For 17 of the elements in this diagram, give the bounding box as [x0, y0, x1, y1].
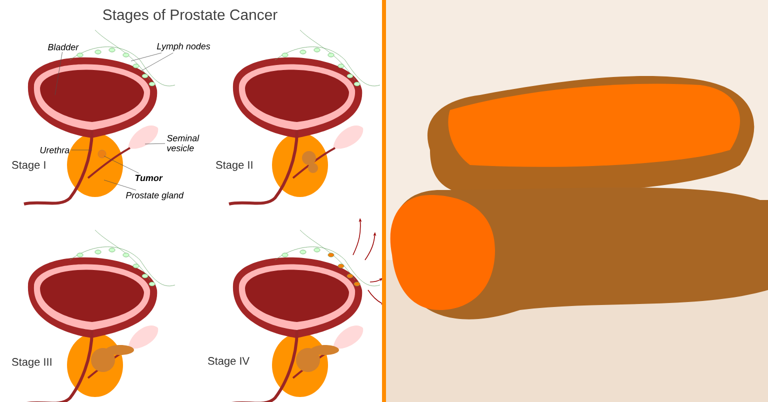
- stage-label: Stage III: [12, 358, 52, 368]
- leader-line: [104, 180, 136, 190]
- leader-line: [130, 52, 162, 62]
- part-label: Tumor: [135, 174, 163, 182]
- part-label: Lymph nodes: [156, 42, 210, 52]
- leader-line: [104, 156, 139, 174]
- title: Stages of Prostate Cancer: [103, 9, 278, 23]
- part-label: Prostate gland: [126, 192, 184, 200]
- stage-label: Stage II: [216, 161, 252, 171]
- leader-line: [144, 143, 166, 144]
- leader-line: [54, 52, 62, 96]
- leader-line: [140, 52, 174, 72]
- stage-label: Stage IV: [208, 357, 250, 367]
- part-label: Urethra: [40, 146, 70, 154]
- part-label: Seminal vesicle: [166, 134, 200, 152]
- part-label: Bladder: [48, 44, 79, 50]
- stage-label: Stage I: [12, 161, 46, 171]
